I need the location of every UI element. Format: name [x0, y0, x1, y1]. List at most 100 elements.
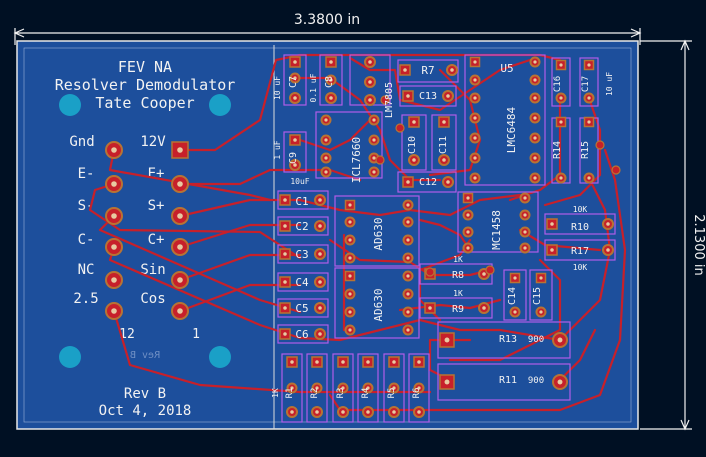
- drill-hole: [318, 224, 322, 228]
- drill-hole: [559, 176, 563, 180]
- drill-hole: [412, 158, 416, 162]
- drill-hole: [341, 410, 345, 414]
- label-c-plus: C+: [148, 232, 165, 248]
- drill-hole: [406, 310, 410, 314]
- drill-hole: [406, 220, 410, 224]
- part-outline: [397, 59, 459, 83]
- trace: [88, 182, 302, 260]
- dimension-height: [640, 39, 692, 431]
- drill-hole: [523, 196, 527, 200]
- part-outline: [315, 111, 383, 179]
- reference-designators: C1 C2 C3 C4 C5 C6 C7 C8 C9 10 uF 0.1 uF …: [271, 62, 614, 398]
- ref-r13: R13: [499, 334, 517, 345]
- ref-r8: R8: [452, 270, 464, 281]
- val-r10: 10K: [573, 205, 588, 214]
- part-outline: [319, 54, 343, 106]
- ref-c9: C9: [288, 152, 299, 164]
- val-r9: 1K: [453, 289, 463, 298]
- drill-hole: [523, 246, 527, 250]
- drill-hole: [539, 276, 543, 280]
- part-outline: [401, 114, 427, 171]
- drill-hole: [513, 276, 517, 280]
- ref-c11: C11: [438, 136, 449, 154]
- drill-hole: [324, 170, 328, 174]
- mounting-holes: [59, 94, 231, 368]
- drill-hole: [473, 116, 477, 120]
- drill-hole: [329, 78, 333, 82]
- drill-hole: [293, 60, 297, 64]
- revision-label: Rev B: [124, 386, 166, 402]
- drill-hole: [406, 292, 410, 296]
- drill-hole: [348, 203, 352, 207]
- drill-hole: [341, 360, 345, 364]
- drill-hole: [348, 220, 352, 224]
- drill-hole: [290, 360, 294, 364]
- val-r17: 10K: [573, 263, 588, 272]
- drill-hole: [587, 63, 591, 67]
- ref-c15: C15: [532, 287, 543, 305]
- drill-hole: [406, 274, 410, 278]
- drill-hole: [559, 120, 563, 124]
- part-outline: [419, 297, 493, 319]
- mounting-hole-icon: [59, 346, 81, 368]
- drill-hole: [473, 176, 477, 180]
- ref-r7: R7: [421, 64, 434, 77]
- via: [395, 123, 405, 133]
- drill-hole: [315, 386, 319, 390]
- part-outline: [277, 298, 329, 318]
- part-outline: [544, 213, 616, 235]
- label-2v5: 2.5: [73, 291, 98, 307]
- drill-hole: [473, 136, 477, 140]
- drill-hole: [283, 280, 287, 284]
- drill-hole: [366, 360, 370, 364]
- label-e-minus: E-: [78, 166, 95, 182]
- ref-r15: R15: [580, 141, 591, 159]
- drill-hole: [417, 386, 421, 390]
- drill-hole: [557, 379, 563, 385]
- drill-hole: [348, 238, 352, 242]
- drill-hole: [324, 138, 328, 142]
- part-outline: [397, 171, 457, 193]
- drill-hole: [366, 410, 370, 414]
- val-r8: 1K: [453, 255, 463, 264]
- drill-hole: [283, 306, 287, 310]
- ref-c7: C7: [288, 76, 299, 88]
- ref-c4: C4: [295, 276, 309, 289]
- drill-hole: [473, 156, 477, 160]
- ref-c2: C2: [295, 220, 308, 233]
- ref-lm7805: LM7805: [384, 82, 395, 118]
- drill-hole: [539, 310, 543, 314]
- drill-hole: [177, 277, 183, 283]
- drill-hole: [177, 147, 183, 153]
- ref-lmc6484: LMC6484: [505, 106, 518, 153]
- drill-hole: [177, 181, 183, 187]
- drill-hole: [324, 156, 328, 160]
- drill-hole: [324, 118, 328, 122]
- ref-c8: C8: [324, 76, 335, 88]
- label-sin: Sin: [140, 262, 165, 278]
- val-c9: 1 uF: [273, 140, 282, 159]
- drill-hole: [315, 360, 319, 364]
- via: [380, 95, 390, 105]
- drill-hole: [550, 248, 554, 252]
- drill-hole: [318, 332, 322, 336]
- drill-hole: [442, 120, 446, 124]
- part-outline: [437, 363, 571, 401]
- drill-hole: [293, 96, 297, 100]
- drill-hole: [533, 136, 537, 140]
- val-r13: 900: [528, 335, 544, 345]
- ref-icl7660: ICL7660: [350, 137, 363, 183]
- ref-mc1458: MC1458: [490, 210, 503, 250]
- drill-hole: [283, 198, 287, 202]
- part-outline: [431, 114, 457, 171]
- label-nc: NC: [78, 262, 95, 278]
- trace: [558, 328, 597, 382]
- drill-hole: [177, 213, 183, 219]
- drill-hole: [318, 306, 322, 310]
- mounting-hole-icon: [209, 346, 231, 368]
- drill-hole: [283, 332, 287, 336]
- ref-r2: R2: [310, 388, 320, 399]
- drill-hole: [290, 386, 294, 390]
